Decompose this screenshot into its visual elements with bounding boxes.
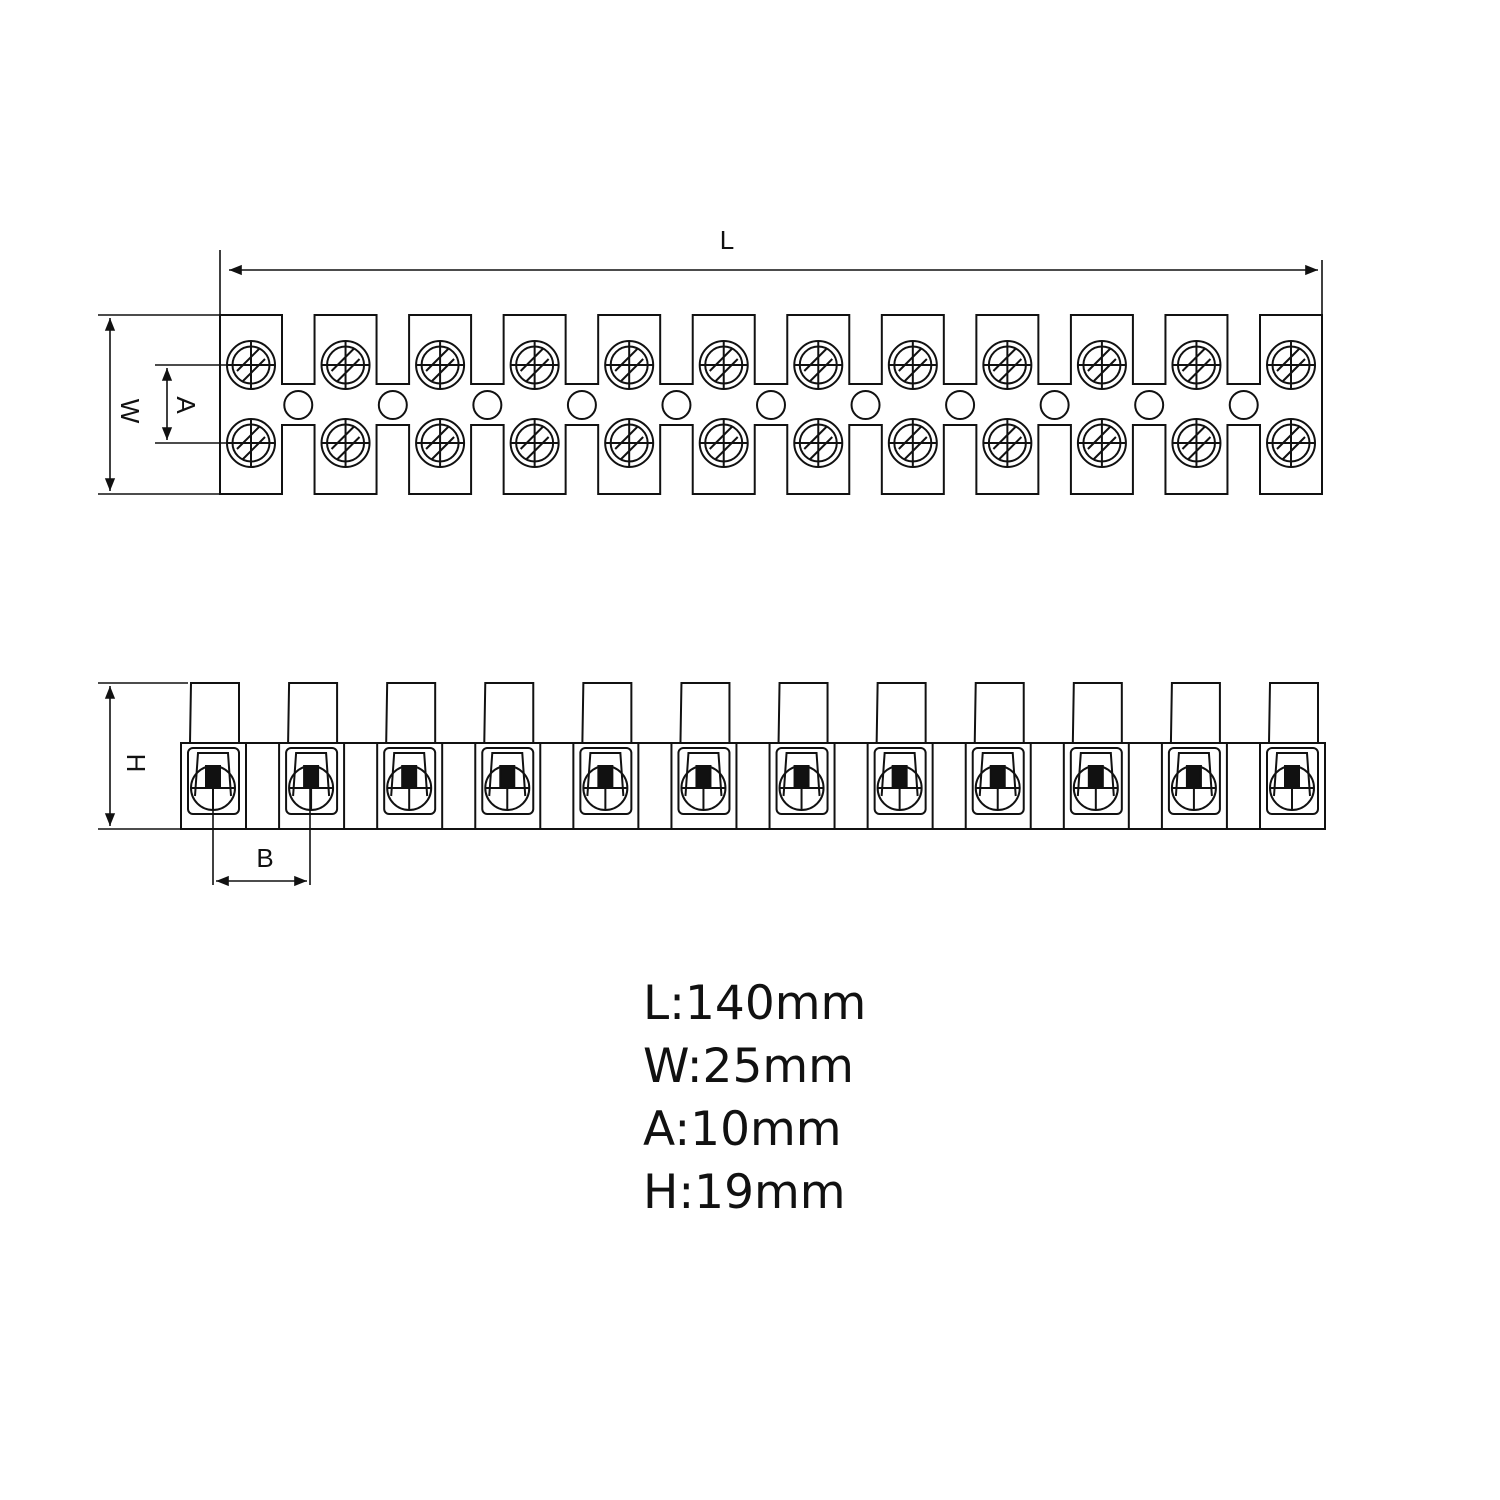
screw-icon — [604, 340, 655, 390]
screw-icon — [509, 418, 560, 468]
wire-entry — [385, 682, 437, 744]
wire-entry — [189, 682, 240, 744]
mounting-hole — [1039, 390, 1070, 420]
screw-icon — [793, 418, 844, 468]
screw-icon — [887, 418, 938, 468]
terminal-icon — [481, 747, 535, 815]
screw-icon — [1171, 340, 1222, 390]
screw-icon — [698, 418, 749, 468]
terminal-icon — [1266, 747, 1319, 815]
screw-icon — [226, 340, 276, 390]
spec-list: L:140mm W:25mm A:10mm H:19mm — [643, 972, 866, 1224]
mounting-hole — [377, 390, 408, 420]
label-A: A — [171, 396, 201, 414]
screw-icon — [982, 418, 1033, 468]
screw-icon — [1266, 340, 1316, 390]
screw-icon — [1076, 418, 1127, 468]
mounting-hole — [283, 390, 314, 420]
mounting-hole — [566, 390, 597, 420]
terminal-icon — [1069, 747, 1123, 815]
wire-entry — [777, 682, 829, 744]
wire-entry — [287, 682, 339, 744]
dimension-lines — [98, 250, 1323, 887]
screw-icon — [226, 418, 276, 468]
wire-entry — [973, 682, 1025, 744]
screw-icon — [509, 340, 560, 390]
terminal-icon — [873, 747, 927, 815]
screw-icon — [982, 340, 1033, 390]
label-H: H — [121, 754, 151, 773]
screw-icon — [1076, 340, 1127, 390]
screw-icon — [887, 340, 938, 390]
terminal-icon — [775, 747, 829, 815]
wire-entry — [1169, 682, 1221, 744]
screw-icon — [1266, 418, 1316, 468]
mounting-hole — [1228, 390, 1259, 420]
screw-icon — [415, 418, 466, 468]
screw-icon — [320, 418, 371, 468]
side-view — [180, 682, 1326, 830]
mounting-hole — [661, 390, 692, 420]
spec-a: A:10mm — [643, 1102, 842, 1157]
top-view — [219, 314, 1323, 495]
screw-icon — [793, 340, 844, 390]
wire-entry — [1268, 682, 1319, 744]
side-body — [180, 742, 1326, 830]
mounting-hole — [756, 390, 786, 420]
terminal-icon — [971, 747, 1025, 815]
wire-entry — [581, 682, 633, 744]
mounting-hole — [472, 390, 503, 420]
screw-icon — [698, 340, 749, 390]
screw-icon — [415, 340, 466, 390]
wire-entry — [1071, 682, 1123, 744]
terminal-icon — [677, 747, 731, 815]
wire-entry — [875, 682, 927, 744]
mounting-hole — [945, 390, 976, 420]
screw-icon — [1171, 418, 1222, 468]
spec-width: W:25mm — [643, 1039, 854, 1094]
screw-icon — [320, 340, 371, 390]
terminal-icon — [1167, 747, 1221, 815]
strip-outline — [219, 314, 1323, 495]
spec-height: H:19mm — [643, 1165, 846, 1220]
wire-entry — [679, 682, 731, 744]
terminal-icon — [579, 747, 633, 815]
spec-length: L:140mm — [643, 976, 867, 1031]
terminal-icon — [285, 747, 339, 815]
screw-icon — [604, 418, 655, 468]
mounting-hole — [850, 390, 881, 420]
label-B: B — [256, 843, 273, 873]
label-W: W — [115, 399, 145, 424]
mounting-hole — [1134, 390, 1165, 420]
label-L: L — [720, 225, 734, 255]
wire-entry — [483, 682, 535, 744]
terminal-icon — [383, 747, 437, 815]
